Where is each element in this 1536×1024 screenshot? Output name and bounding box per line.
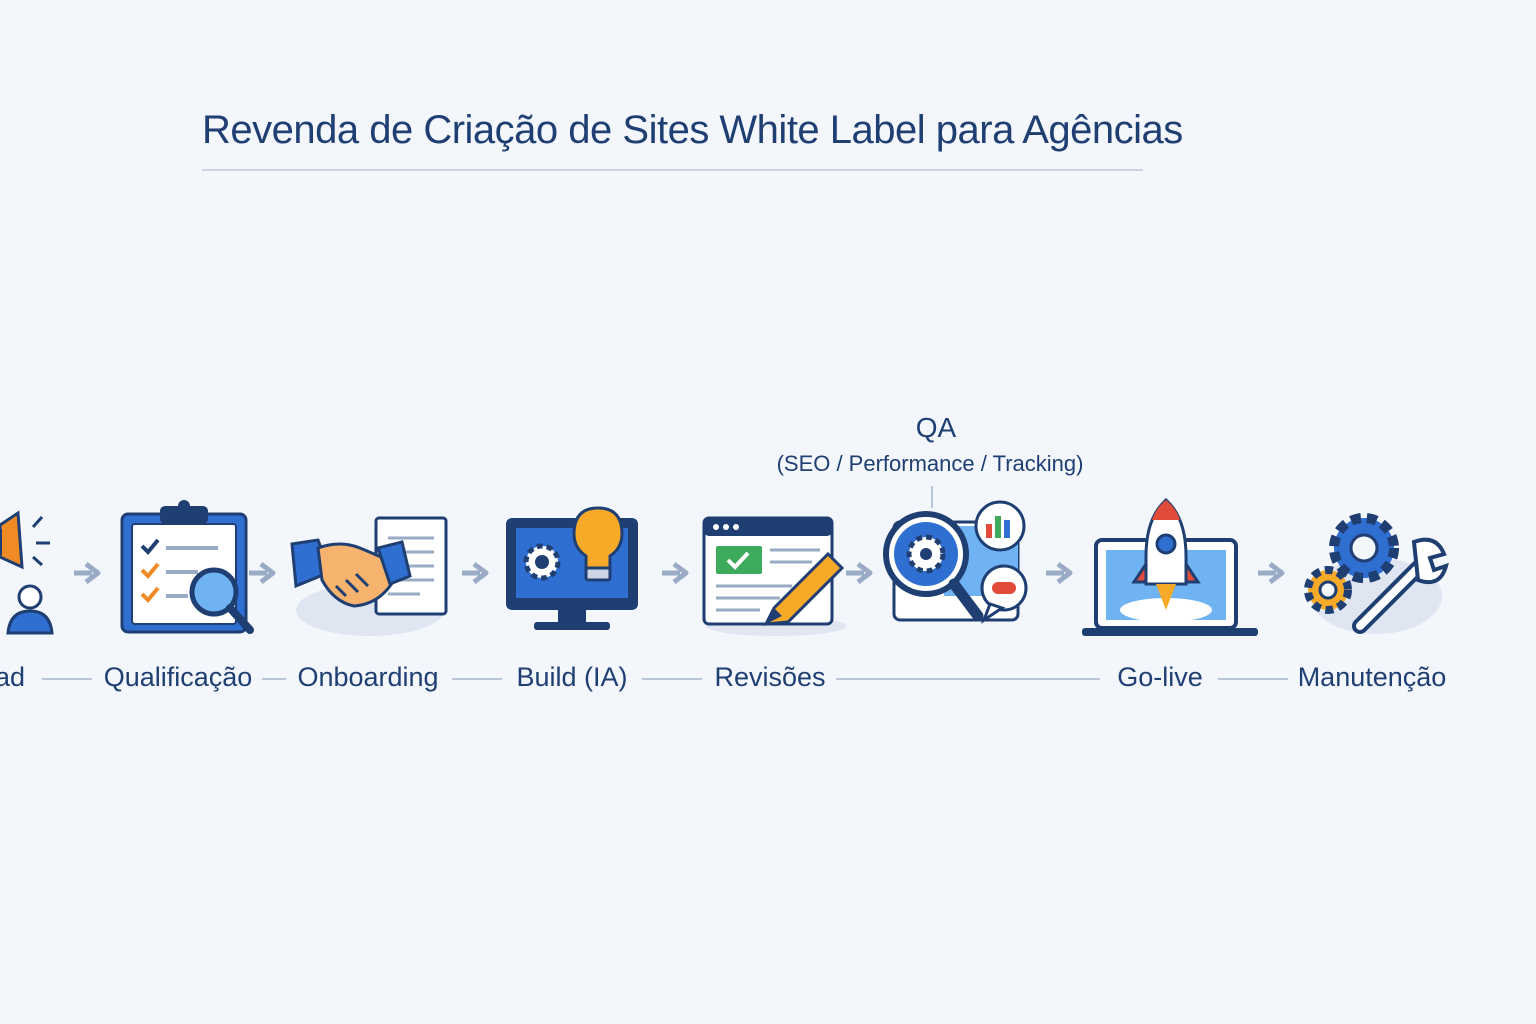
- monitor-gear-lightbulb-icon: [506, 506, 638, 630]
- qa-connector-tick: [931, 486, 933, 508]
- step-label-qualificacao: Qualificação: [103, 662, 253, 692]
- megaphone-lead-icon: [0, 510, 54, 635]
- flow-arrow: [1046, 562, 1073, 584]
- step-label-manutencao: Manutenção: [1297, 662, 1447, 692]
- step-label-revisoes: Revisões: [714, 662, 826, 692]
- flow-connector-line: [42, 678, 92, 680]
- flow-connector-line: [452, 678, 502, 680]
- flow-arrow: [462, 562, 489, 584]
- title-divider: [202, 169, 1143, 171]
- magnifier-analytics-icon: [883, 500, 1028, 624]
- handshake-document-icon: [290, 516, 448, 636]
- step-label-go-live: Go-live: [1117, 662, 1203, 692]
- step-label-onboarding: Onboarding: [297, 662, 439, 692]
- flow-arrow: [74, 562, 101, 584]
- flow-arrow: [249, 562, 276, 584]
- gears-wrench-icon: [1304, 513, 1449, 634]
- flow-arrow: [662, 562, 689, 584]
- step-label-build: Build (IA): [516, 662, 628, 692]
- step-label-lead: ad: [0, 662, 26, 692]
- browser-pencil-icon: [702, 516, 846, 636]
- flow-connector-line: [1218, 678, 1288, 680]
- flow-arrow: [1258, 562, 1285, 584]
- flow-connector-line: [642, 678, 702, 680]
- page-title: Revenda de Criação de Sites White Label …: [202, 108, 1183, 152]
- qa-subtitle: (SEO / Performance / Tracking): [776, 451, 1084, 476]
- flow-connector-line: [836, 678, 1100, 680]
- flow-arrow: [846, 562, 873, 584]
- laptop-rocket-icon: [1082, 497, 1258, 636]
- flow-connector-line: [262, 678, 286, 680]
- qa-title: QA: [915, 412, 957, 443]
- clipboard-checklist-icon: [120, 500, 254, 634]
